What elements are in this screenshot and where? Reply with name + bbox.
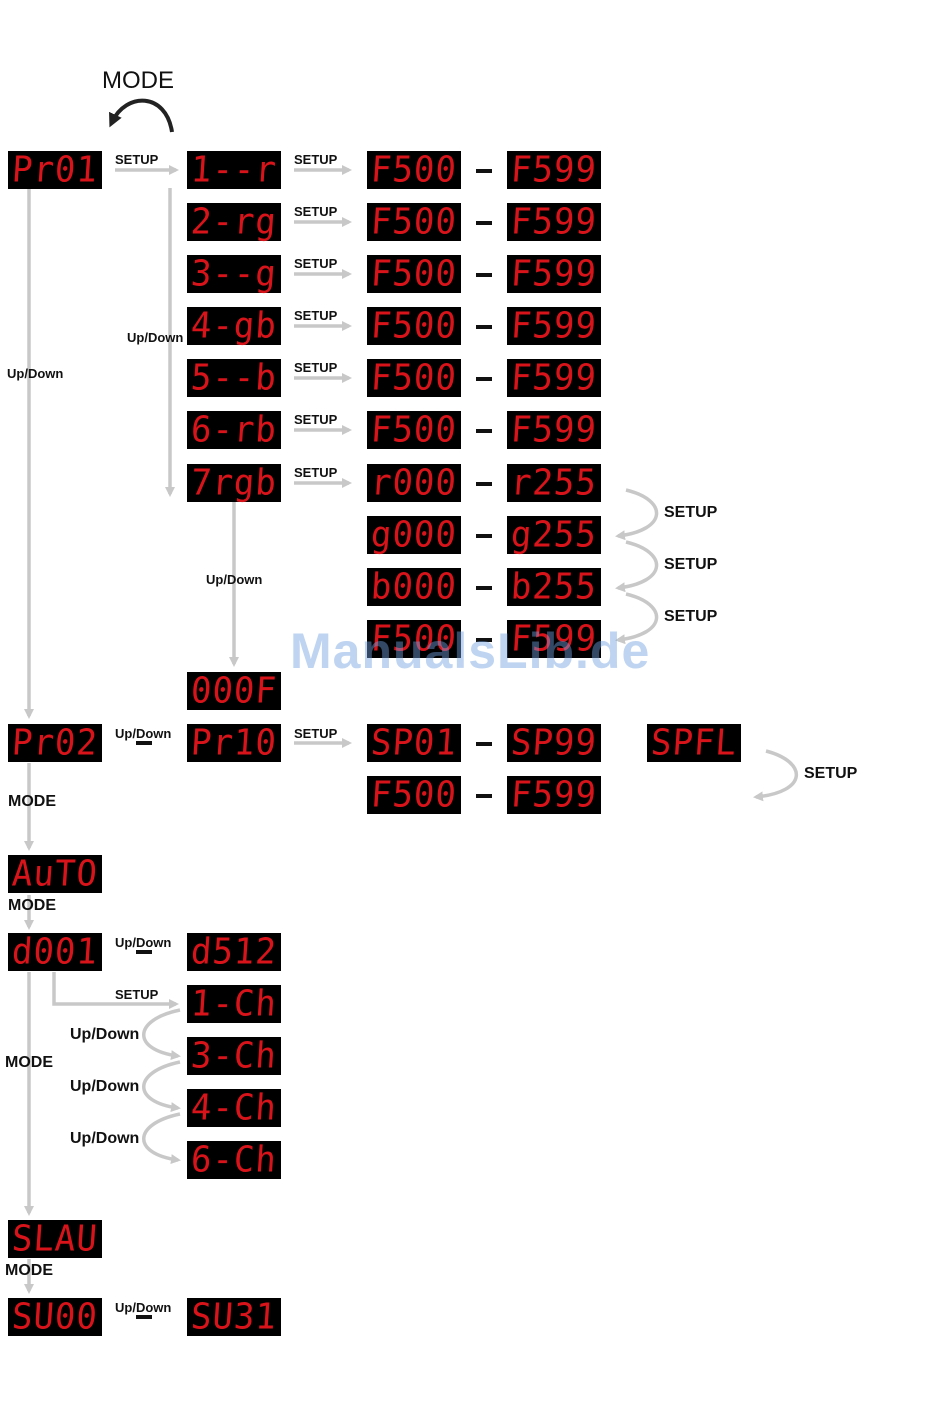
- setup-label: SETUP: [664, 556, 718, 573]
- updown-label: Up/Down: [206, 572, 263, 587]
- display-range-to: F599: [507, 409, 601, 451]
- display-pr02: Pr02: [8, 722, 102, 764]
- display-range-to: F599: [507, 357, 601, 399]
- display-range-to: g255: [507, 514, 601, 556]
- setup-label: SETUP: [294, 256, 338, 271]
- display-range-from: F500: [367, 149, 461, 191]
- display-range-from: F500: [367, 357, 461, 399]
- setup-label: SETUP: [294, 412, 338, 427]
- setup-label: SETUP: [294, 360, 338, 375]
- display-range-from: F500: [367, 253, 461, 295]
- display-pr01: Pr01: [8, 149, 102, 191]
- range-dash: [476, 742, 492, 746]
- setup-label: SETUP: [804, 765, 858, 782]
- range-dash: [136, 741, 152, 745]
- range-dash: [476, 638, 492, 642]
- updown-label: Up/Down: [70, 1078, 140, 1095]
- mode-label: MODE: [5, 1054, 53, 1071]
- mode-label: MODE: [5, 1262, 53, 1279]
- setup-label: SETUP: [664, 504, 718, 521]
- display-range-from: r000: [367, 462, 461, 504]
- display-sp-to: SP99: [507, 722, 601, 764]
- updown-label: Up/Down: [70, 1130, 140, 1147]
- setup-label: SETUP: [294, 465, 338, 480]
- display-range-to: F599: [507, 253, 601, 295]
- display-channel-4: 4-Ch: [187, 1087, 281, 1129]
- range-dash: [136, 1315, 152, 1319]
- range-dash: [476, 273, 492, 277]
- display-program-6: 6-rb: [187, 409, 281, 451]
- display-program-1: 1--r: [187, 149, 281, 191]
- range-dash: [476, 794, 492, 798]
- range-dash: [476, 377, 492, 381]
- setup-label: SETUP: [294, 726, 338, 741]
- display-program-5: 5--b: [187, 357, 281, 399]
- display-range-from: F500: [367, 409, 461, 451]
- display-range-to: b255: [507, 566, 601, 608]
- display-range-to: F599: [507, 201, 601, 243]
- range-dash: [476, 429, 492, 433]
- updown-label: Up/Down: [70, 1026, 140, 1043]
- display-channel-6: 6-Ch: [187, 1139, 281, 1181]
- display-su31: SU31: [187, 1296, 281, 1338]
- range-dash: [476, 534, 492, 538]
- display-range-from: F500: [367, 618, 461, 660]
- display-range-to: F599: [507, 305, 601, 347]
- mode-label: MODE: [8, 897, 56, 914]
- range-dash: [476, 169, 492, 173]
- display-range-to: F599: [507, 149, 601, 191]
- display-program-3: 3--g: [187, 253, 281, 295]
- range-dash: [476, 482, 492, 486]
- updown-label: Up/Down: [115, 726, 172, 741]
- watermark: ManualsLib.de: [290, 623, 651, 679]
- display-range-from: b000: [367, 566, 461, 608]
- display-range-from: F500: [367, 305, 461, 347]
- range-dash: [476, 325, 492, 329]
- display-channel-1: 1-Ch: [187, 983, 281, 1025]
- display-program-4: 4-gb: [187, 305, 281, 347]
- display-spfl: SPFL: [647, 722, 741, 764]
- mode-cycle-arrow: [109, 98, 174, 133]
- updown-label: Up/Down: [7, 366, 64, 381]
- display-d001: d001: [8, 931, 102, 973]
- display-f-to: F599: [507, 774, 601, 816]
- range-dash: [476, 586, 492, 590]
- updown-label: Up/Down: [127, 330, 184, 345]
- display-range-to: r255: [507, 462, 601, 504]
- display-channel-3: 3-Ch: [187, 1035, 281, 1077]
- display-range-from: F500: [367, 201, 461, 243]
- display-pr10: Pr10: [187, 722, 281, 764]
- display-su00: SU00: [8, 1296, 102, 1338]
- display-auto: AuTO: [8, 853, 102, 895]
- mode-label: MODE: [8, 793, 56, 810]
- display-sp-from: SP01: [367, 722, 461, 764]
- setup-label: SETUP: [115, 152, 159, 167]
- setup-label: SETUP: [664, 608, 718, 625]
- display-f-from: F500: [367, 774, 461, 816]
- display-program-2: 2-rg: [187, 201, 281, 243]
- range-dash: [136, 950, 152, 954]
- setup-label: SETUP: [294, 204, 338, 219]
- setup-label: SETUP: [294, 152, 338, 167]
- display-000f: 000F: [187, 670, 281, 712]
- setup-label: SETUP: [115, 987, 159, 1002]
- display-range-to: F599: [507, 618, 601, 660]
- display-range-from: g000: [367, 514, 461, 556]
- setup-label: SETUP: [294, 308, 338, 323]
- mode-title-label: MODE: [102, 67, 174, 94]
- display-slave: SLAU: [8, 1218, 102, 1260]
- range-dash: [476, 221, 492, 225]
- display-program-7: 7rgb: [187, 462, 281, 504]
- display-d512: d512: [187, 931, 281, 973]
- updown-label: Up/Down: [115, 935, 172, 950]
- updown-label: Up/Down: [115, 1300, 172, 1315]
